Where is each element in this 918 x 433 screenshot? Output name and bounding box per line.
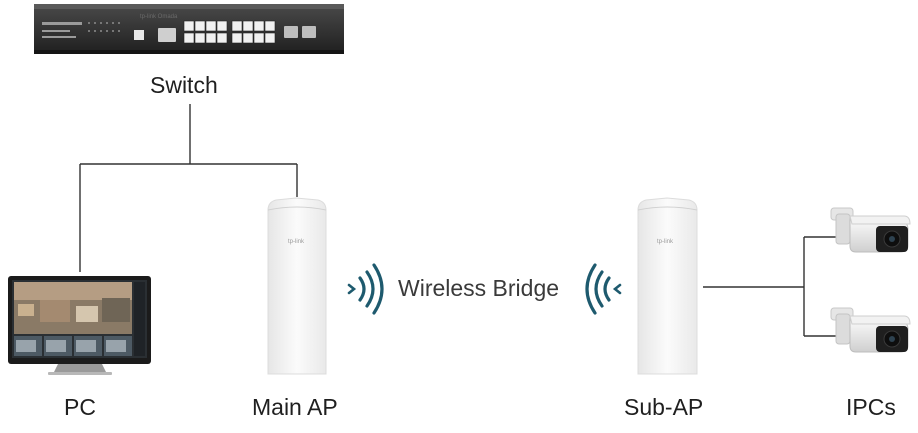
wireless-waves-left-icon <box>585 263 622 315</box>
main-ap-brand-text: tp-link <box>288 239 305 245</box>
switch-brand-text: tp-link Omada <box>140 14 178 20</box>
main-ap-device: tp-link <box>267 197 327 375</box>
wired-links <box>79 104 836 337</box>
network-switch-icon: tp-link Omada <box>34 4 344 54</box>
link-sub-ap-to-ipcs <box>703 236 836 337</box>
switch-ports <box>183 20 276 44</box>
link-switch-to-pc <box>79 163 297 272</box>
pc-label: PC <box>64 394 96 420</box>
sub-ap-label: Sub-AP <box>624 394 704 420</box>
wireless-waves-right-icon <box>347 263 384 315</box>
monitor-icon <box>8 276 151 375</box>
bullet-camera-icon <box>830 307 911 353</box>
sub-ap-device: tp-link <box>637 197 698 375</box>
main-ap-label: Main AP <box>252 394 338 420</box>
bullet-camera-icon <box>830 207 911 253</box>
ipcs-label: IPCs <box>846 394 896 420</box>
wireless-bridge-label: Wireless Bridge <box>398 275 560 301</box>
switch-label: Switch <box>150 72 218 98</box>
sub-ap-brand-text: tp-link <box>657 239 674 245</box>
